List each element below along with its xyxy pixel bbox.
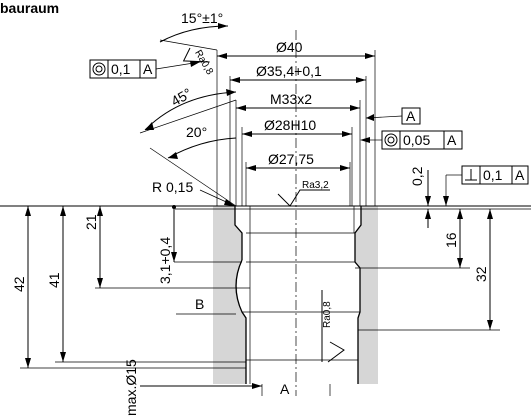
axis-a-label: A [280, 381, 290, 397]
dim-angle-20-text: 20° [186, 124, 207, 140]
dim-h02: 0,2 [409, 166, 431, 228]
tol-frame-concentric-right: 0,05 A [360, 130, 463, 150]
dim-dia-27: Ø27,75 [246, 151, 350, 171]
tol-left-datum: A [143, 61, 153, 77]
tol-left-value: 0,1 [111, 61, 131, 77]
dim-angle-20: 20° [149, 124, 237, 207]
dim-radius-text: R 0,15 [152, 179, 193, 195]
dim-angle-15: 15°±1° [159, 10, 229, 51]
tol-frame-concentric-left: 0,1 A [89, 59, 201, 79]
tol-perp-value: 0,1 [483, 167, 503, 183]
section-b-text: B [195, 296, 204, 312]
dim-angle-15-text: 15°±1° [181, 10, 223, 26]
roughness-ra08-side-text: Ra0,8 [322, 301, 333, 328]
dim-h31: 3,1+0,4 [157, 209, 242, 284]
dim-h31-text: 3,1+0,4 [157, 237, 173, 284]
dim-dia-27-text: Ø27,75 [268, 151, 314, 167]
roughness-ra08-side: Ra0,8 [321, 290, 345, 363]
dim-radius: R 0,15 [152, 179, 236, 209]
dim-dia-35-text: Ø35,4+0,1 [256, 63, 322, 79]
dim-h42: 42 [11, 206, 31, 368]
diameter-extension-lines [216, 50, 376, 206]
dim-h32: 32 [473, 209, 493, 330]
dim-max15: max.Ø15 [123, 359, 331, 416]
dim-h16-text: 16 [443, 232, 459, 248]
dim-thread-text: M33x2 [270, 91, 312, 107]
dim-h42-text: 42 [11, 276, 27, 292]
dim-h21: 21 [83, 206, 103, 288]
dim-thread: M33x2 [236, 91, 360, 111]
dim-dia-28-text: Ø28H10 [264, 117, 316, 133]
tol-perp-datum: A [515, 167, 525, 183]
roughness-ra32: Ra3,2 [277, 180, 330, 207]
dim-dia-28: Ø28H10 [242, 117, 352, 137]
dim-dia-40: Ø40 [217, 39, 375, 59]
dim-dia-40-text: Ø40 [276, 39, 303, 55]
dim-h41: 41 [46, 206, 66, 362]
drawing-title: bauraum [0, 0, 59, 16]
dim-h21-text: 21 [83, 214, 99, 230]
dim-dia-35: Ø35,4+0,1 [230, 63, 366, 83]
roughness-ra32-text: Ra3,2 [302, 180, 329, 191]
dim-angle-45-text: 45° [168, 85, 194, 109]
dim-max15-text: max.Ø15 [123, 359, 139, 416]
dim-h32-text: 32 [473, 266, 489, 282]
tol-right-value: 0,05 [403, 132, 430, 148]
bore-outline [234, 206, 362, 384]
section-b: B [176, 296, 236, 315]
datum-box-a-text: A [406, 108, 416, 124]
datum-box-a: A [365, 107, 421, 125]
bore-cavity [235, 206, 361, 384]
tol-frame-perpendicular: 0,1 A [443, 165, 529, 206]
dim-h02-text: 0,2 [409, 166, 425, 186]
dim-h41-text: 41 [46, 272, 62, 288]
tol-right-datum: A [447, 132, 457, 148]
dim-h16: 16 [443, 209, 463, 268]
